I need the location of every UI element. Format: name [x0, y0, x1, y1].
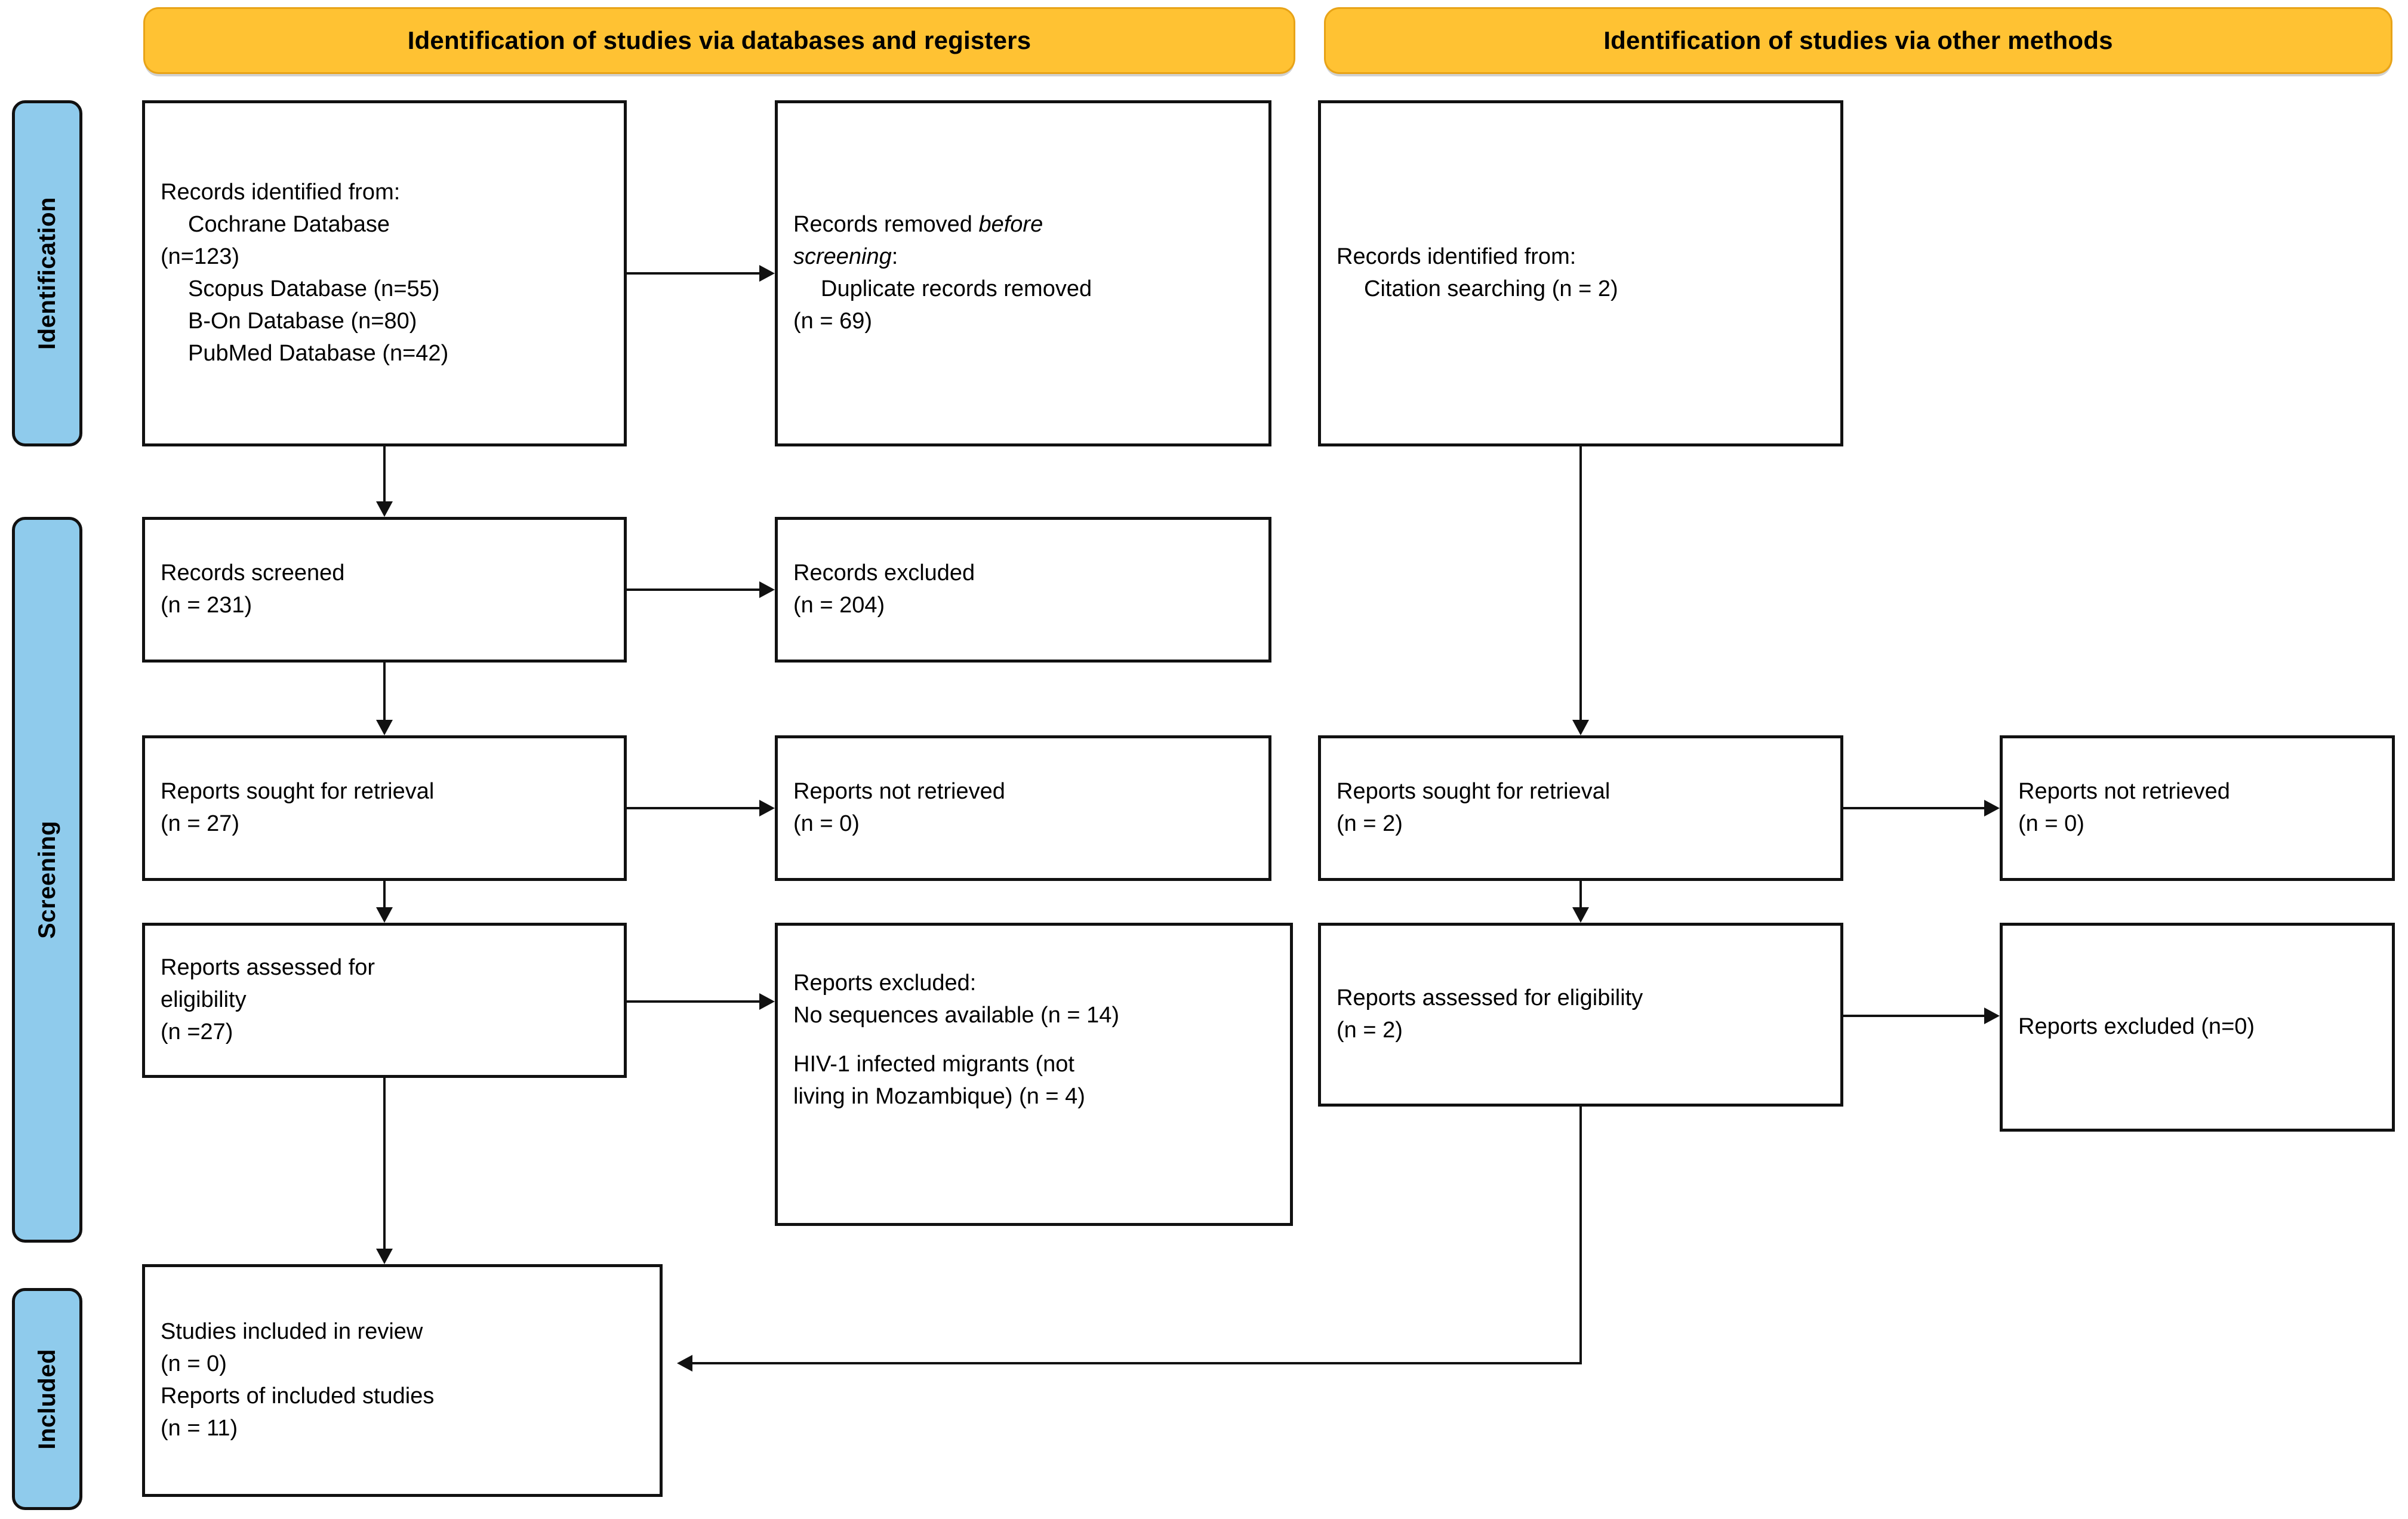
box-records-removed-before-screening: Records removed before screening: Duplic…	[775, 100, 1271, 446]
box-studies-included: Studies included in review (n = 0) Repor…	[142, 1264, 663, 1497]
box-reports-not-retrieved-left: Reports not retrieved (n = 0)	[775, 735, 1271, 881]
connector-identified-to-screened	[383, 446, 386, 501]
box-reports-excluded-left: Reports excluded: No sequences available…	[775, 923, 1293, 1226]
box-reports-excluded-right: Reports excluded (n=0)	[2000, 923, 2395, 1132]
header-databases-registers: Identification of studies via databases …	[143, 7, 1295, 74]
header-databases-registers-label: Identification of studies via databases …	[407, 26, 1031, 54]
connector-sought-to-assessed-right	[1579, 881, 1582, 907]
box-records-identified-databases: Records identified from: Cochrane Databa…	[142, 100, 627, 446]
arrowhead-assessed-to-excluded-left	[759, 993, 775, 1010]
connector-screened-to-sought	[383, 663, 386, 720]
arrowhead-sought-to-assessed-left	[376, 907, 393, 923]
box-reports-assessed-right: Reports assessed for eligibility (n = 2)	[1318, 923, 1843, 1107]
box-reports-sought-left-text: Reports sought for retrieval (n = 27)	[161, 779, 435, 836]
box-records-screened-text: Records screened (n = 231)	[161, 560, 345, 618]
connector-identified-to-removed	[627, 272, 759, 275]
box-reports-sought-left: Reports sought for retrieval (n = 27)	[142, 735, 627, 881]
header-other-methods: Identification of studies via other meth…	[1324, 7, 2392, 74]
box-reports-sought-right-text: Reports sought for retrieval (n = 2)	[1337, 779, 1611, 836]
connector-identified-to-sought-right	[1579, 446, 1582, 720]
arrowhead-screened-to-sought	[376, 720, 393, 735]
box-studies-included-text: Studies included in review (n = 0) Repor…	[161, 1319, 435, 1441]
box-records-identified-other: Records identified from: Citation search…	[1318, 100, 1843, 446]
box-reports-excluded-left-text: Reports excluded: No sequences available…	[793, 970, 1120, 1109]
connector-screened-to-excluded	[627, 589, 759, 591]
box-reports-excluded-right-text: Reports excluded (n=0)	[2018, 1014, 2255, 1040]
connector-sought-to-assessed-left	[383, 881, 386, 907]
arrowhead-identified-to-removed	[759, 265, 775, 282]
box-reports-assessed-left-text: Reports assessed for eligibility (n =27)	[161, 955, 375, 1044]
arrowhead-identified-to-sought-right	[1572, 720, 1589, 735]
box-records-excluded-text: Records excluded (n = 204)	[793, 560, 975, 618]
arrowhead-screened-to-excluded	[759, 581, 775, 598]
arrowhead-assessed-to-excluded-right	[1984, 1007, 2000, 1024]
box-reports-sought-right: Reports sought for retrieval (n = 2)	[1318, 735, 1843, 881]
arrowhead-sought-to-assessed-right	[1572, 907, 1589, 923]
box-records-identified-databases-text: Records identified from: Cochrane Databa…	[161, 180, 449, 366]
arrowhead-identified-to-screened	[376, 501, 393, 517]
connector-right-assessed-down	[1579, 1107, 1582, 1364]
stage-bar-identification: Identification	[12, 100, 82, 446]
arrowhead-sought-to-not-retrieved-left	[759, 800, 775, 816]
stage-label-included: Included	[33, 1348, 60, 1450]
stage-label-screening: Screening	[33, 821, 60, 939]
connector-sought-to-not-retrieved-left	[627, 807, 759, 809]
connector-right-to-included-horizontal	[692, 1362, 1582, 1364]
stage-bar-included: Included	[12, 1288, 82, 1510]
box-reports-not-retrieved-left-text: Reports not retrieved (n = 0)	[793, 779, 1005, 836]
box-records-excluded: Records excluded (n = 204)	[775, 517, 1271, 663]
box-reports-assessed-left: Reports assessed for eligibility (n =27)	[142, 923, 627, 1078]
stage-label-identification: Identification	[33, 197, 60, 350]
box-reports-not-retrieved-right: Reports not retrieved (n = 0)	[2000, 735, 2395, 881]
box-records-removed-text: Records removed before screening: Duplic…	[793, 212, 1092, 334]
connector-assessed-to-excluded-left	[627, 1000, 759, 1003]
stage-bar-screening: Screening	[12, 517, 82, 1243]
box-reports-not-retrieved-right-text: Reports not retrieved (n = 0)	[2018, 779, 2230, 836]
header-other-methods-label: Identification of studies via other meth…	[1603, 26, 2113, 54]
arrowhead-sought-to-not-retrieved-right	[1984, 800, 2000, 816]
box-reports-assessed-right-text: Reports assessed for eligibility (n = 2)	[1337, 985, 1643, 1043]
connector-assessed-to-included	[383, 1078, 386, 1249]
box-records-screened: Records screened (n = 231)	[142, 517, 627, 663]
arrowhead-right-to-included	[677, 1355, 692, 1372]
connector-sought-to-not-retrieved-right	[1843, 807, 1984, 809]
connector-assessed-to-excluded-right	[1843, 1015, 1984, 1017]
box-records-identified-other-text: Records identified from: Citation search…	[1337, 244, 1618, 301]
arrowhead-assessed-to-included	[376, 1249, 393, 1264]
